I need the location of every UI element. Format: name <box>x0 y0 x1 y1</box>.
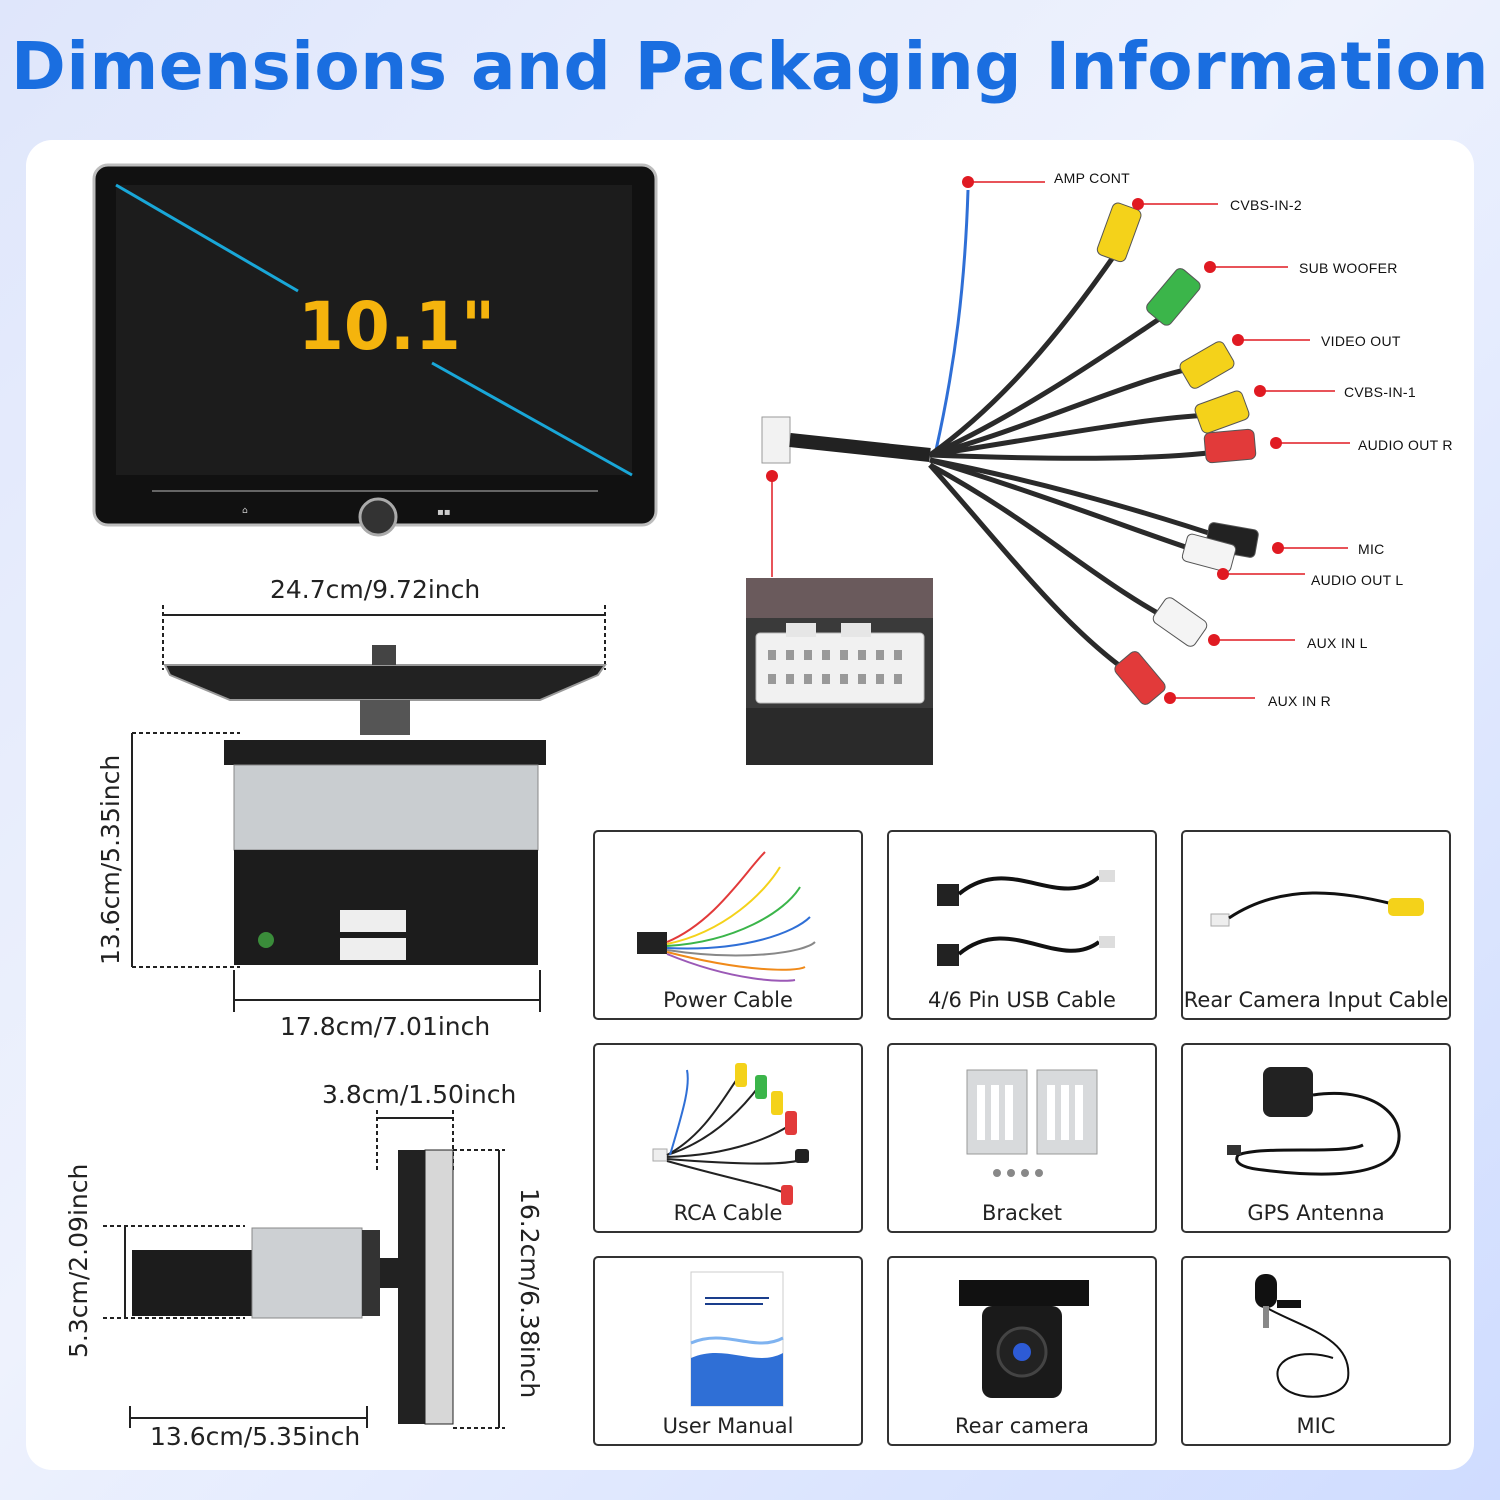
svg-text:⌂: ⌂ <box>242 506 248 516</box>
wire-label-audio-out-r: AUDIO OUT R <box>1358 437 1453 453</box>
accessory-card-gps-antenna: GPS Antenna <box>1181 1043 1451 1233</box>
accessory-card-mic: MIC <box>1181 1256 1451 1446</box>
side-thickness-label: 3.8cm/1.50inch <box>322 1080 517 1109</box>
screen-size-label: 10.1" <box>298 288 496 365</box>
accessory-label: Power Cable <box>663 988 793 1012</box>
head-unit-front-image: ⌂ ▪▪ <box>92 163 658 537</box>
wire-label-mic: MIC <box>1358 541 1385 557</box>
side-screen-height-label: 16.2cm/6.38inch <box>515 1188 544 1399</box>
wire-label-aux-in-l: AUX IN L <box>1307 635 1368 651</box>
side-view-image <box>103 1110 505 1429</box>
connector-closeup-image <box>746 578 933 765</box>
accessory-label: Bracket <box>981 1201 1063 1225</box>
accessory-label: User Manual <box>662 1414 794 1438</box>
bracket-icon <box>966 1069 1098 1177</box>
rear-camera-cable-icon <box>1210 891 1424 927</box>
gps-antenna-icon <box>1227 1067 1401 1176</box>
accessory-card-rear-camera: Rear camera <box>887 1256 1157 1446</box>
side-depth-label: 13.6cm/5.35inch <box>150 1422 361 1451</box>
wire-label-audio-out-l: AUDIO OUT L <box>1311 572 1404 588</box>
accessory-card-usb-cable: 4/6 Pin USB Cable <box>887 830 1157 1020</box>
wire-label-cvbs-in-2: CVBS-IN-2 <box>1230 197 1302 213</box>
accessory-card-user-manual: User Manual <box>593 1256 863 1446</box>
width-dimension-line <box>162 605 607 735</box>
top-width-label: 24.7cm/9.72inch <box>270 575 481 604</box>
microphone-icon <box>1255 1274 1350 1398</box>
user-manual-icon <box>690 1271 784 1407</box>
accessory-label: MIC <box>1296 1414 1336 1438</box>
accessory-label: GPS Antenna <box>1247 1201 1385 1225</box>
page-title: Dimensions and Packaging Information <box>11 28 1489 105</box>
wire-label-cvbs-in-1: CVBS-IN-1 <box>1344 384 1416 400</box>
side-chassis-height-label: 5.3cm/2.09inch <box>64 1163 93 1358</box>
chassis-front-image <box>131 732 546 1012</box>
accessory-label: Rear camera <box>954 1414 1090 1438</box>
accessory-card-rca-cable: RCA Cable <box>593 1043 863 1233</box>
wire-label-sub-woofer: SUB WOOFER <box>1299 260 1398 276</box>
accessory-label: RCA Cable <box>673 1201 783 1225</box>
accessory-label: Rear Camera Input Cable <box>1183 988 1449 1012</box>
wire-label-aux-in-r: AUX IN R <box>1268 693 1332 709</box>
accessory-label: 4/6 Pin USB Cable <box>928 988 1116 1012</box>
front-height-label: 13.6cm/5.35inch <box>96 754 125 965</box>
wire-label-video-out: VIDEO OUT <box>1321 333 1401 349</box>
rca-wiring-diagram <box>761 176 1350 705</box>
accessory-card-power-cable: Power Cable <box>593 830 863 1020</box>
chassis-width-label: 17.8cm/7.01inch <box>280 1012 491 1041</box>
usb-cable-icon <box>937 870 1115 966</box>
rca-cable-icon <box>652 1063 809 1205</box>
accessory-card-rear-camera-cable: Rear Camera Input Cable <box>1181 830 1451 1020</box>
wire-label-amp-cont: AMP CONT <box>1054 170 1131 186</box>
accessory-card-bracket: Bracket <box>887 1043 1157 1233</box>
svg-text:▪▪: ▪▪ <box>437 507 451 518</box>
rear-camera-icon <box>959 1280 1089 1398</box>
power-cable-icon <box>637 851 816 982</box>
